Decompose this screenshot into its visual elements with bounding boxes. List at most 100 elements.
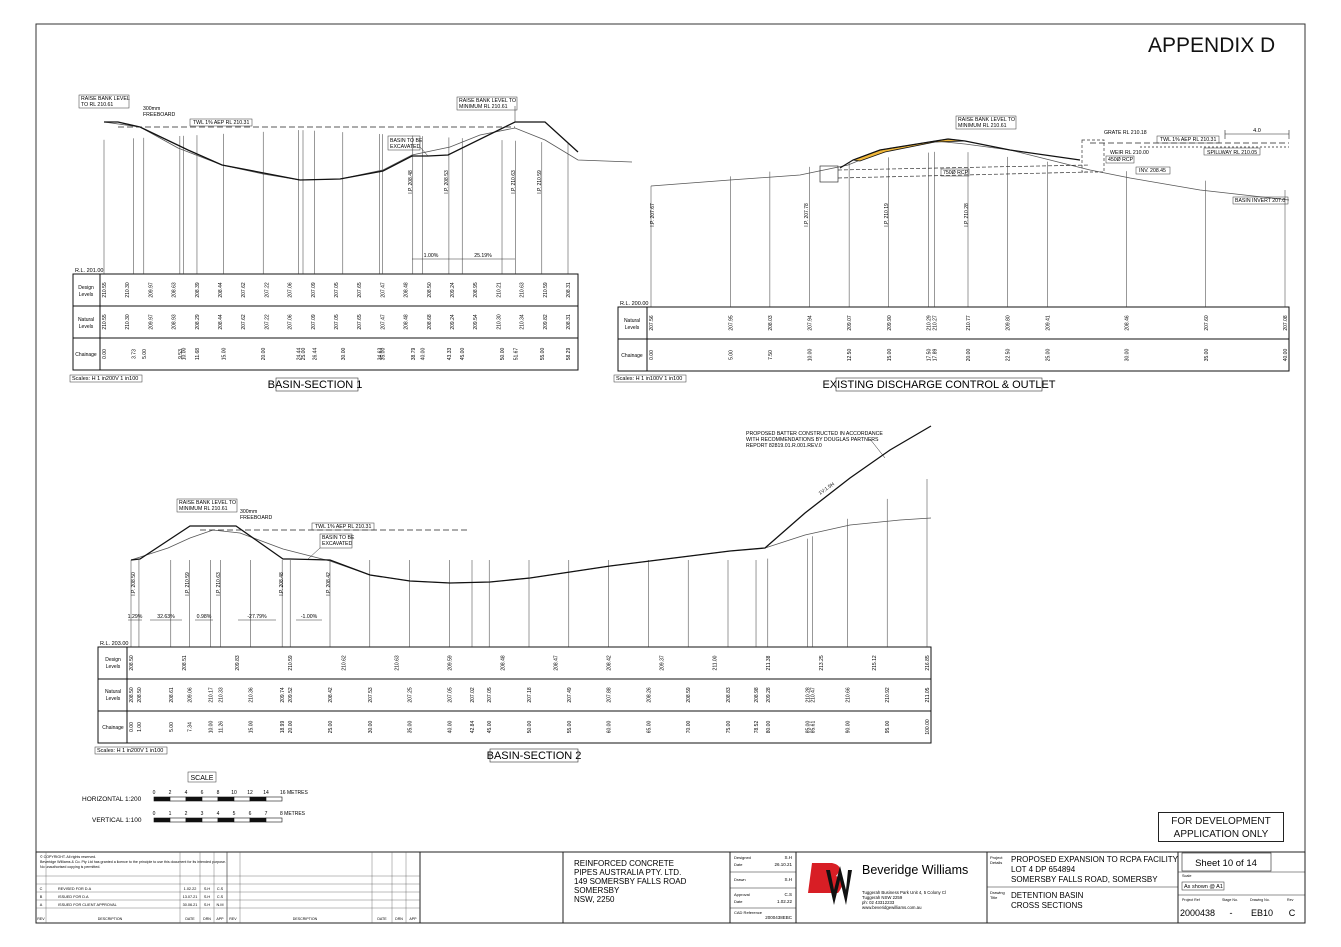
s2-note-raise-2: MINIMUM RL 210.61	[179, 506, 228, 512]
tb-drawing-label-2: Title	[990, 895, 998, 900]
chainage-value: 17.89	[933, 349, 939, 362]
tb-approval-label: Approval	[734, 892, 750, 897]
ip-label: I.P. 208.48	[408, 170, 414, 194]
tb-drawing-2: CROSS SECTIONS	[1011, 901, 1083, 910]
rev-date: 30.06.21	[183, 903, 198, 907]
design-level-value: 210.30	[125, 282, 131, 298]
company-logo: Beveridge Williams	[808, 863, 968, 905]
design-level-value: 210.55	[102, 282, 108, 298]
s3-note-inv: INV. 208.45	[1139, 168, 1166, 174]
chainage-value: 11.68	[195, 348, 201, 360]
chainage-value: 50.00	[527, 721, 533, 734]
s1-row-natural-2: Levels	[79, 324, 94, 330]
s1-grades: 1.00% 25.19%	[412, 253, 515, 260]
rev-app: C.S	[217, 895, 224, 899]
chainage-value: 11.26	[219, 721, 225, 733]
chainage-value: 38.79	[411, 348, 417, 361]
tb-projref-label: Project Ref	[1182, 898, 1200, 902]
rev-date: 13.07.21	[183, 895, 198, 899]
s1-row-chainage: Chainage	[75, 352, 97, 358]
scale-segment	[153, 796, 171, 802]
tb-cad-label: CAD Reference	[734, 910, 763, 915]
design-level-value: 215.12	[872, 655, 878, 671]
s2-title-box	[489, 748, 579, 763]
chainage-value: 0.00	[129, 722, 135, 732]
scale-v-label: VERTICAL 1:100	[92, 817, 142, 824]
rev-header: APP	[216, 917, 224, 921]
chainage-value: 55.00	[540, 348, 546, 361]
s1-note-freeboard-2: FREEBOARD	[143, 112, 176, 118]
scale-segment	[185, 796, 203, 802]
natural-level-value: 210.30	[496, 314, 502, 330]
chainage-value: 40.00	[420, 348, 426, 361]
chainage-value: 95.00	[885, 721, 891, 734]
chainage-value: 10.00	[209, 721, 215, 734]
ip-label: I.P. 207.67	[650, 203, 656, 227]
scale-tick: 0	[153, 790, 156, 796]
scale-segment	[265, 817, 283, 823]
design-level-value: 209.59	[447, 655, 453, 671]
chainage-value: 25.00	[1045, 349, 1051, 362]
s1-note-raise-left-box	[78, 94, 130, 109]
chainage-value: 45.00	[487, 721, 493, 734]
scale-segment	[217, 817, 235, 823]
rev-header: DATE	[185, 917, 195, 921]
tb-client-2: PIPES AUSTRALIA PTY. LTD.	[574, 868, 681, 877]
scale-title: SCALE	[191, 775, 214, 782]
natural-level-value: 209.82	[543, 314, 549, 330]
chainage-value: 26.44	[312, 348, 318, 361]
design-level-value: 208.44	[218, 282, 224, 298]
design-level-value: 208.39	[195, 282, 201, 298]
design-level-value: 209.24	[450, 282, 456, 298]
tb-date2: 1.02.22	[777, 899, 793, 904]
s2-batter-leader	[869, 438, 886, 459]
chainage-value: 0.00	[102, 349, 108, 359]
s3-title-box	[835, 377, 1043, 392]
s3-note-grate: GRATE RL 210.18	[1104, 130, 1147, 136]
s1-note-raise-right-box	[456, 96, 518, 111]
natural-level-value: 208.59	[686, 687, 692, 703]
tb-projref: 2000438	[1180, 908, 1215, 918]
natural-level-value: 208.68	[427, 314, 433, 330]
tb-rev: C	[1289, 908, 1296, 918]
s1-note-freeboard-1: 300mm	[143, 106, 160, 112]
s2-note-batter-2: WITH RECOMMENDATIONS BY DOUGLAS PARTNERS	[746, 437, 879, 443]
scale-tick: 16 METRES	[280, 790, 308, 796]
natural-level-value: 208.83	[726, 687, 732, 703]
scale-tick: 8 METRES	[280, 811, 306, 817]
natural-level-value: 210.55	[102, 314, 108, 330]
natural-level-value: 208.98	[754, 687, 760, 703]
scale-tick: 2	[169, 790, 172, 796]
ip-label: I.P. 210.59	[185, 572, 191, 596]
scale-tick: 2	[185, 811, 188, 817]
chainage-value: 15.00	[248, 721, 254, 734]
company-name: Beveridge Williams	[862, 863, 968, 877]
rev-drn: S.H	[204, 887, 211, 891]
chainage-value: 5.00	[142, 349, 148, 359]
chainage-value: 7.34	[187, 722, 193, 732]
rev-header: REV	[229, 917, 237, 921]
s2-note-batter-3: REPORT 82819.01.R.001.REV.0	[746, 443, 822, 449]
design-level-value: 208.95	[473, 282, 479, 298]
tb-stage: -	[1230, 908, 1233, 918]
s2-scales-box	[94, 746, 168, 755]
scale-segment	[169, 796, 187, 802]
appendix-title: APPENDIX D	[1148, 34, 1276, 57]
natural-level-value: 207.05	[334, 314, 340, 330]
chainage-value: 1.00	[137, 722, 143, 732]
s3-row-chainage: Chainage	[621, 353, 643, 359]
s3-scales-box	[613, 374, 687, 383]
s2-note-excavated-2: EXCAVATED	[322, 541, 353, 547]
s3-datum: R.L. 200.00	[620, 301, 648, 307]
s1-note-twl: TWL 1% AEP RL 210.31	[193, 120, 249, 126]
scale-segment	[153, 817, 171, 823]
rev-header: DRN	[203, 917, 211, 921]
ip-label: I.P. 208.48	[279, 572, 285, 596]
s3-pit	[1081, 139, 1105, 173]
design-level-value: 207.06	[288, 282, 294, 298]
tb-dwgno-label: Drawing No.	[1250, 898, 1270, 902]
design-level-value: 211.00	[713, 655, 719, 670]
rev-header: DRN	[395, 917, 403, 921]
chainage-value: 17.50	[926, 349, 932, 362]
design-level-value: 209.83	[235, 655, 241, 671]
